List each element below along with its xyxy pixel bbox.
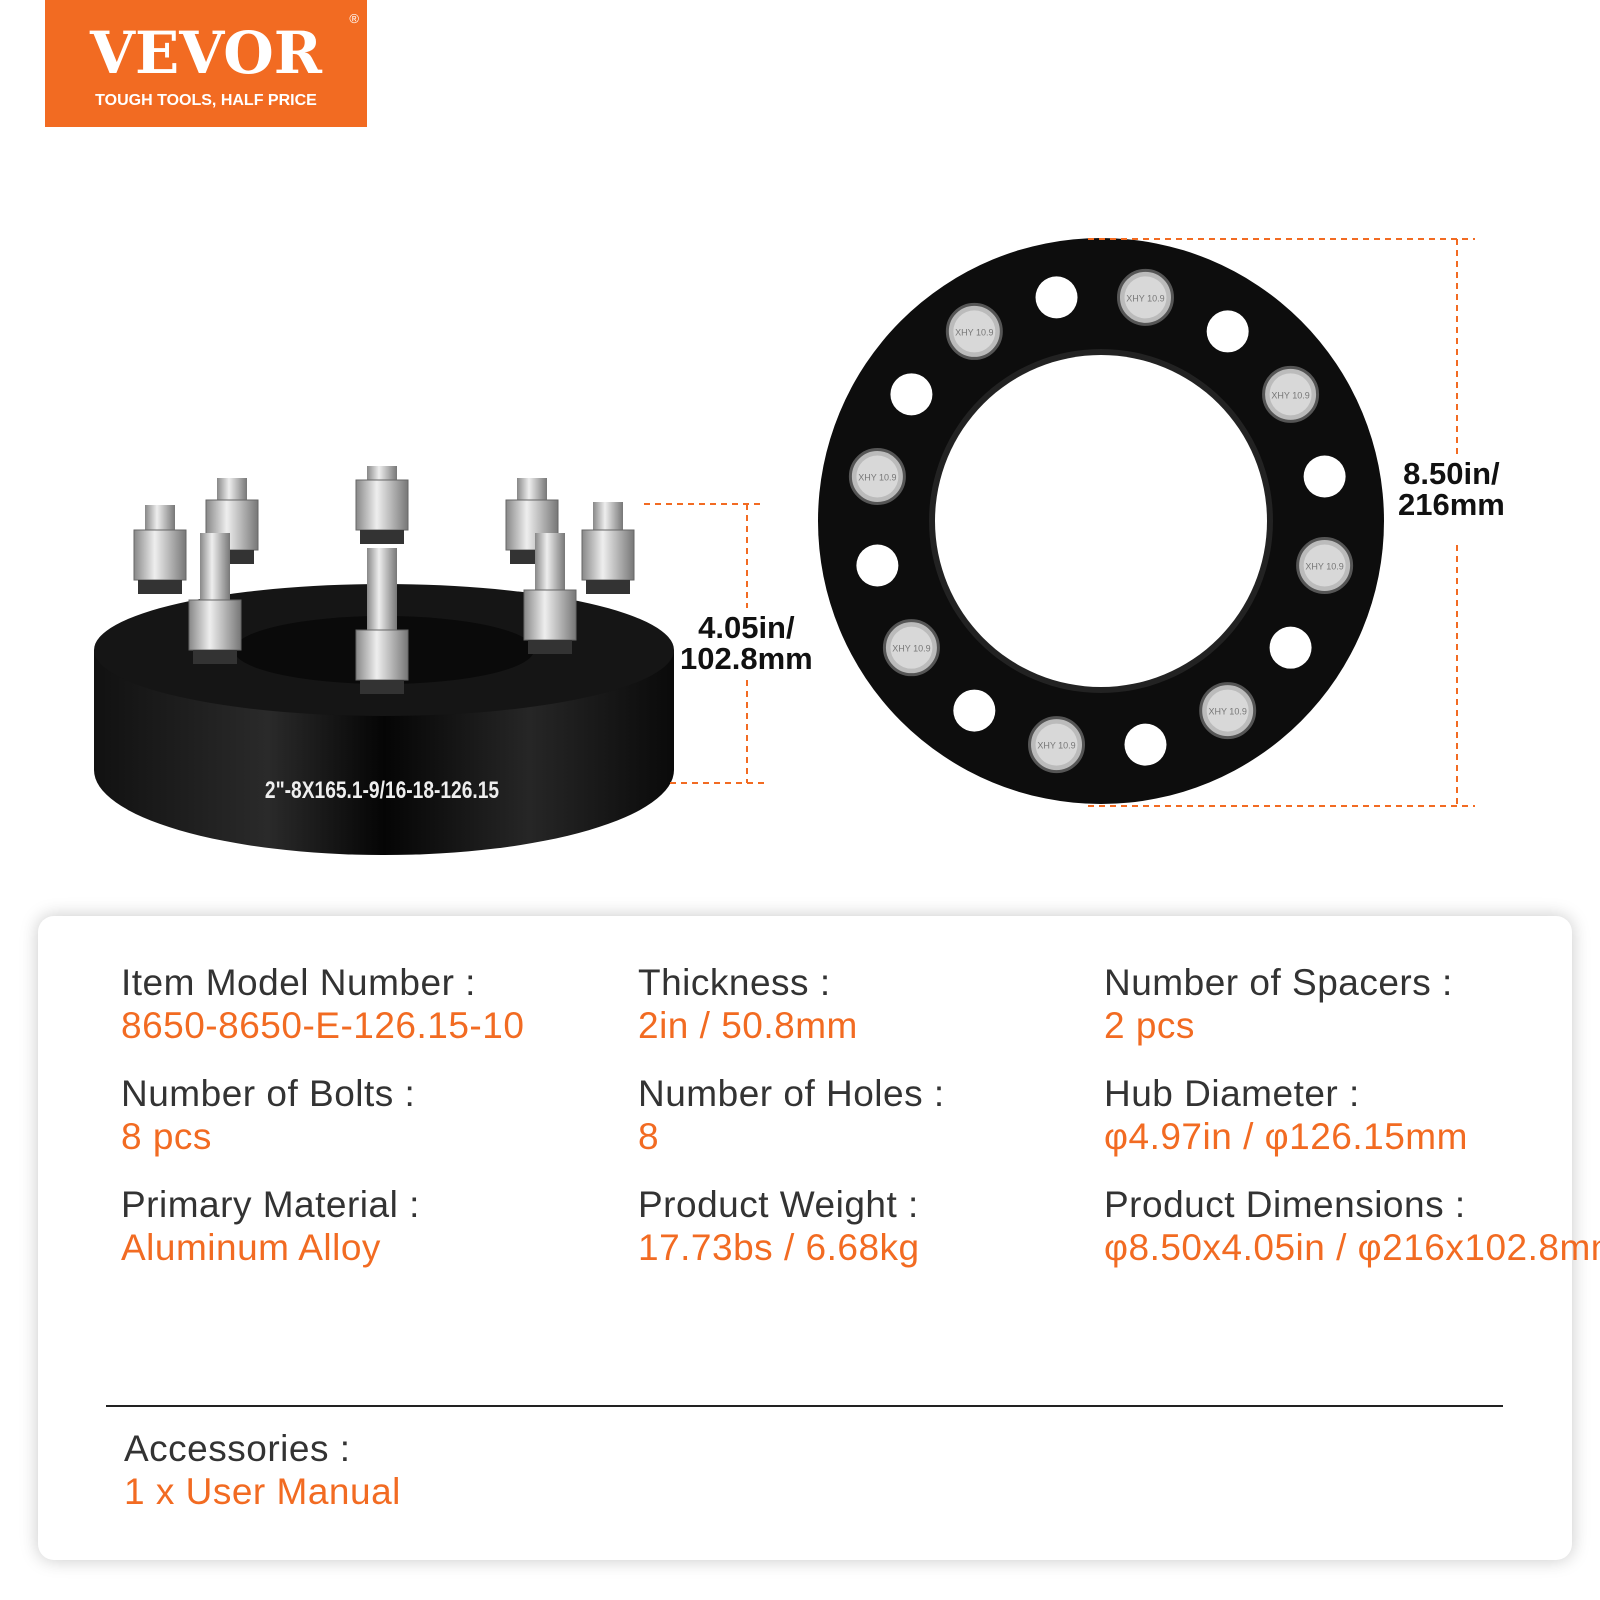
spec-label: Primary Material : (121, 1184, 420, 1225)
stud (355, 548, 409, 694)
spec-label: Hub Diameter : (1104, 1073, 1360, 1114)
spec-value: 8 (638, 1116, 660, 1157)
spec-accessories: Accessories : 1 x User Manual (124, 1428, 401, 1513)
height-label-in: 4.05in/ (698, 610, 795, 645)
divider (106, 1405, 1503, 1407)
diameter-dimension-lines (1088, 238, 1475, 807)
height-label-mm: 102.8mm (680, 641, 813, 676)
bolt-stamp: XHY 10.9 (858, 473, 896, 483)
through-hole (1035, 276, 1078, 319)
through-hole (890, 373, 933, 416)
stud (355, 466, 409, 544)
bolt-stamp: XHY 10.9 (955, 327, 993, 337)
spec-value: Aluminum Alloy (121, 1227, 381, 1268)
spec-value: φ8.50x4.05in / φ216x102.8mm (1104, 1227, 1600, 1268)
through-hole (953, 689, 996, 732)
spacer-side-view: 2"-8X165.1-9/16-18-126.15 (94, 466, 674, 855)
logo-tagline: TOUGH TOOLS, HALF PRICE (95, 92, 317, 109)
engraving-text: 2"-8X165.1-9/16-18-126.15 (265, 776, 499, 804)
spec-item: Number of Spacers :2 pcs (1104, 962, 1453, 1047)
spec-item: Hub Diameter :φ4.97in / φ126.15mm (1104, 1073, 1468, 1158)
bolt-head: XHY 10.9 (1262, 365, 1320, 423)
spec-label: Number of Holes : (638, 1073, 945, 1114)
height-dimension-lines (644, 503, 765, 784)
bolt-stamp: XHY 10.9 (1305, 561, 1343, 571)
diameter-label: 8.50in/ 216mm (1398, 458, 1505, 520)
through-hole (1206, 310, 1249, 353)
diameter-label-in: 8.50in/ (1403, 456, 1500, 491)
spec-value: 2 pcs (1104, 1005, 1195, 1046)
stud (581, 502, 635, 594)
through-hole (1269, 626, 1312, 669)
through-hole (1303, 455, 1346, 498)
spec-value: 8 pcs (121, 1116, 212, 1157)
through-hole (856, 544, 899, 587)
bolt-head: XHY 10.9 (882, 619, 940, 677)
bolt-head: XHY 10.9 (1028, 716, 1086, 774)
specifications-card (38, 916, 1572, 1560)
bolt-stamp: XHY 10.9 (1037, 741, 1075, 751)
bolt-stamp: XHY 10.9 (1126, 293, 1164, 303)
vevor-logo: VEVOR ® TOUGH TOOLS, HALF PRICE (45, 0, 367, 127)
spec-value: φ4.97in / φ126.15mm (1104, 1116, 1468, 1157)
spec-item: Primary Material :Aluminum Alloy (121, 1184, 420, 1269)
registered-mark: ® (349, 11, 359, 26)
spec-item: Product Dimensions :φ8.50x4.05in / φ216x… (1104, 1184, 1600, 1269)
spec-label: Number of Spacers : (1104, 962, 1453, 1003)
bolt-stamp: XHY 10.9 (1208, 707, 1246, 717)
spec-item: Thickness :2in / 50.8mm (638, 962, 858, 1047)
bolt-head: XHY 10.9 (848, 448, 906, 506)
spec-value: 8650-8650-E-126.15-10 (121, 1005, 525, 1046)
bolt-head: XHY 10.9 (1296, 536, 1354, 594)
spec-value: 1 x User Manual (124, 1471, 401, 1512)
spec-value: 2in / 50.8mm (638, 1005, 858, 1046)
bolt-head: XHY 10.9 (945, 302, 1003, 360)
logo-wordmark: VEVOR (90, 19, 322, 87)
spec-label: Product Weight : (638, 1184, 919, 1225)
spec-item: Number of Bolts :8 pcs (121, 1073, 415, 1158)
spec-item: Number of Holes :8 (638, 1073, 945, 1158)
through-hole (1124, 723, 1167, 766)
stud (133, 505, 187, 594)
spec-label: Thickness : (638, 962, 831, 1003)
spec-label: Accessories : (124, 1428, 351, 1469)
spec-value: 17.73bs / 6.68kg (638, 1227, 920, 1268)
spec-label: Number of Bolts : (121, 1073, 416, 1114)
stud (523, 533, 577, 654)
diameter-label-mm: 216mm (1398, 487, 1505, 522)
bolt-head: XHY 10.9 (1199, 682, 1257, 740)
spec-label: Item Model Number : (121, 962, 476, 1003)
spec-label: Product Dimensions : (1104, 1184, 1466, 1225)
bolt-head: XHY 10.9 (1116, 268, 1174, 326)
bolt-stamp: XHY 10.9 (1271, 390, 1309, 400)
spec-item: Item Model Number :8650-8650-E-126.15-10 (121, 962, 524, 1047)
spec-item: Product Weight :17.73bs / 6.68kg (638, 1184, 920, 1269)
height-label: 4.05in/ 102.8mm (680, 612, 813, 674)
wheel-studs (133, 466, 635, 694)
bolt-stamp: XHY 10.9 (892, 644, 930, 654)
stud (188, 533, 242, 664)
